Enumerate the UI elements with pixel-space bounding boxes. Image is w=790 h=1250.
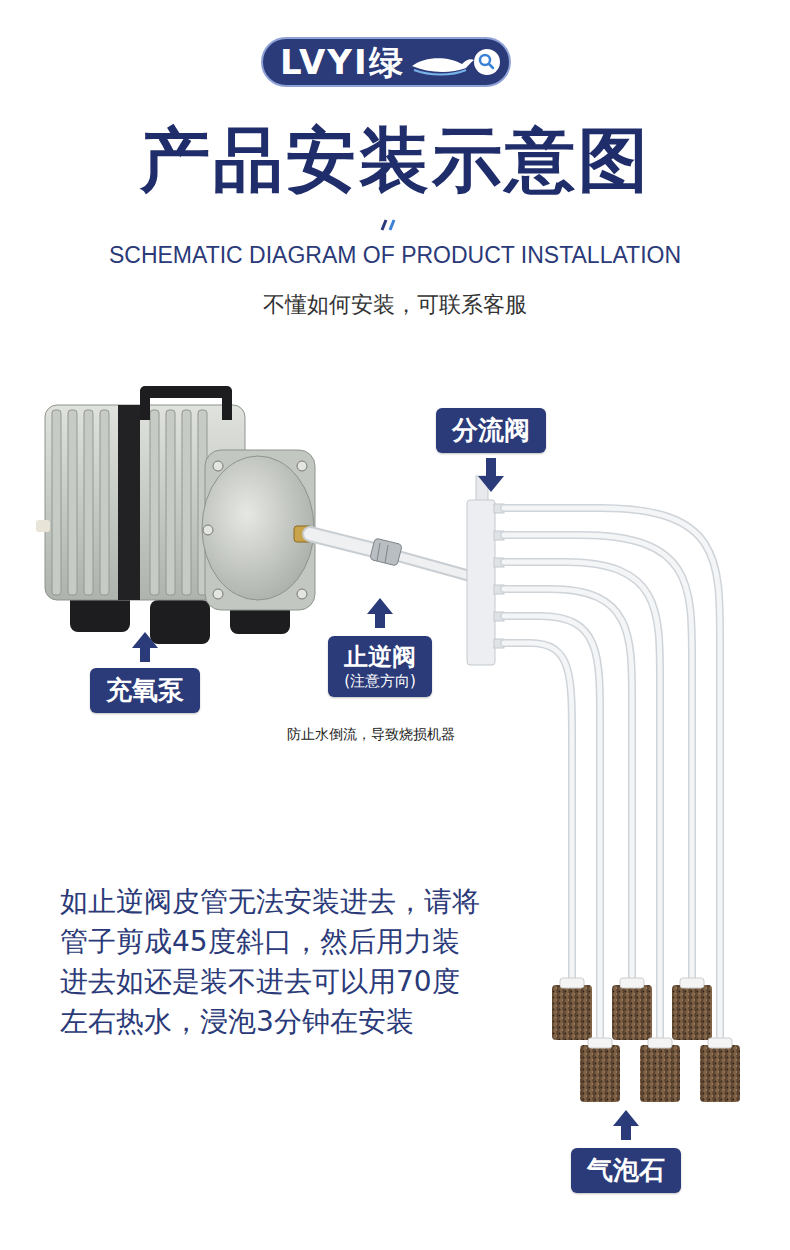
box-title: 充氧泵 — [106, 674, 184, 707]
stone-cap — [680, 978, 704, 988]
label-box: 分流阀 — [436, 408, 546, 453]
air-stone — [640, 1038, 680, 1102]
stone-cap — [708, 1038, 732, 1048]
stone-cork — [672, 985, 712, 1040]
box-note: (注意方向) — [344, 672, 416, 691]
fin — [68, 410, 77, 595]
label-box: 止逆阀(注意方向) — [328, 636, 432, 697]
tube — [504, 616, 600, 1045]
slash — [382, 220, 386, 230]
screw — [297, 461, 307, 471]
air-stone — [672, 978, 712, 1040]
hose-core — [398, 556, 470, 576]
air-stone — [552, 978, 592, 1040]
stone-cork — [552, 985, 592, 1040]
slash-decoration — [382, 220, 394, 230]
fin — [182, 410, 191, 595]
valve-thread — [377, 543, 380, 561]
stone-cap — [588, 1038, 612, 1048]
manifold-body — [467, 500, 495, 665]
fin — [166, 410, 175, 595]
fin — [52, 410, 61, 595]
logo-badge — [262, 38, 510, 86]
logo-pill — [262, 38, 510, 86]
screw — [213, 589, 223, 599]
tube — [504, 589, 632, 990]
search-handle — [489, 64, 493, 68]
fin — [84, 410, 93, 595]
fin — [150, 410, 159, 595]
hose-outline — [310, 534, 374, 550]
tube — [504, 508, 720, 1045]
air-stone — [612, 978, 652, 1040]
valve-body — [370, 538, 402, 566]
stone-cork — [580, 1045, 620, 1102]
tube — [504, 562, 660, 1045]
box-title: 气泡石 — [587, 1154, 665, 1187]
install-note: 如止逆阀皮管无法安装进去，请将管子剪成45度斜口，然后用力装进去如还是装不进去可… — [60, 882, 480, 1042]
tube — [504, 643, 572, 990]
pump-foot — [150, 600, 210, 644]
search-icon — [474, 49, 500, 75]
air-pump — [36, 386, 315, 644]
label-box: 气泡石 — [571, 1148, 681, 1193]
stone-cork — [700, 1045, 740, 1102]
hose-core — [310, 534, 374, 550]
whale-water — [414, 70, 466, 75]
screw — [297, 589, 307, 599]
tube — [504, 562, 660, 1045]
stone-cap — [620, 978, 644, 988]
hose-outline — [398, 556, 470, 576]
air-stone — [700, 1038, 740, 1102]
slash — [390, 220, 394, 230]
tube — [504, 508, 720, 1045]
pointer-arrow — [478, 458, 504, 492]
box-title: 止逆阀 — [344, 642, 416, 672]
tube — [504, 616, 600, 1045]
air-stone — [580, 1038, 620, 1102]
pointer-arrow — [132, 632, 158, 662]
tube-cores — [504, 508, 720, 1045]
pump-band — [118, 405, 140, 600]
stone-cork — [612, 985, 652, 1040]
screw — [203, 525, 213, 535]
tube-outlines — [504, 508, 720, 1045]
pointer-arrow — [367, 598, 393, 628]
caption-text: 不懂如何安装，可联系客服 — [0, 290, 790, 320]
screw — [213, 461, 223, 471]
stone-cap — [560, 978, 584, 988]
stone-cap — [648, 1038, 672, 1048]
caption-text: 防止水倒流，导致烧损机器 — [287, 726, 455, 744]
hose — [310, 534, 470, 576]
box-title: LVYI绿 — [280, 38, 405, 86]
caption-text: SCHEMATIC DIAGRAM OF PRODUCT INSTALLATIO… — [0, 242, 790, 269]
page-title: 产品安装示意图 — [0, 122, 790, 199]
box-title: 分流阀 — [452, 414, 530, 447]
side-nozzle — [36, 520, 50, 532]
pump-handle — [140, 386, 232, 398]
logo-text-box: LVYI绿 — [280, 38, 405, 86]
air-stones — [552, 978, 740, 1102]
manifold — [467, 476, 504, 665]
tube — [504, 643, 572, 990]
air-tubes — [504, 508, 720, 1045]
tube — [504, 589, 632, 990]
pointer-arrow — [613, 1110, 639, 1140]
label-box: 充氧泵 — [90, 668, 200, 713]
check-valve — [370, 538, 402, 566]
pump-dome — [202, 456, 314, 600]
valve-thread — [385, 545, 388, 563]
fin — [100, 410, 109, 595]
stone-cork — [640, 1045, 680, 1102]
